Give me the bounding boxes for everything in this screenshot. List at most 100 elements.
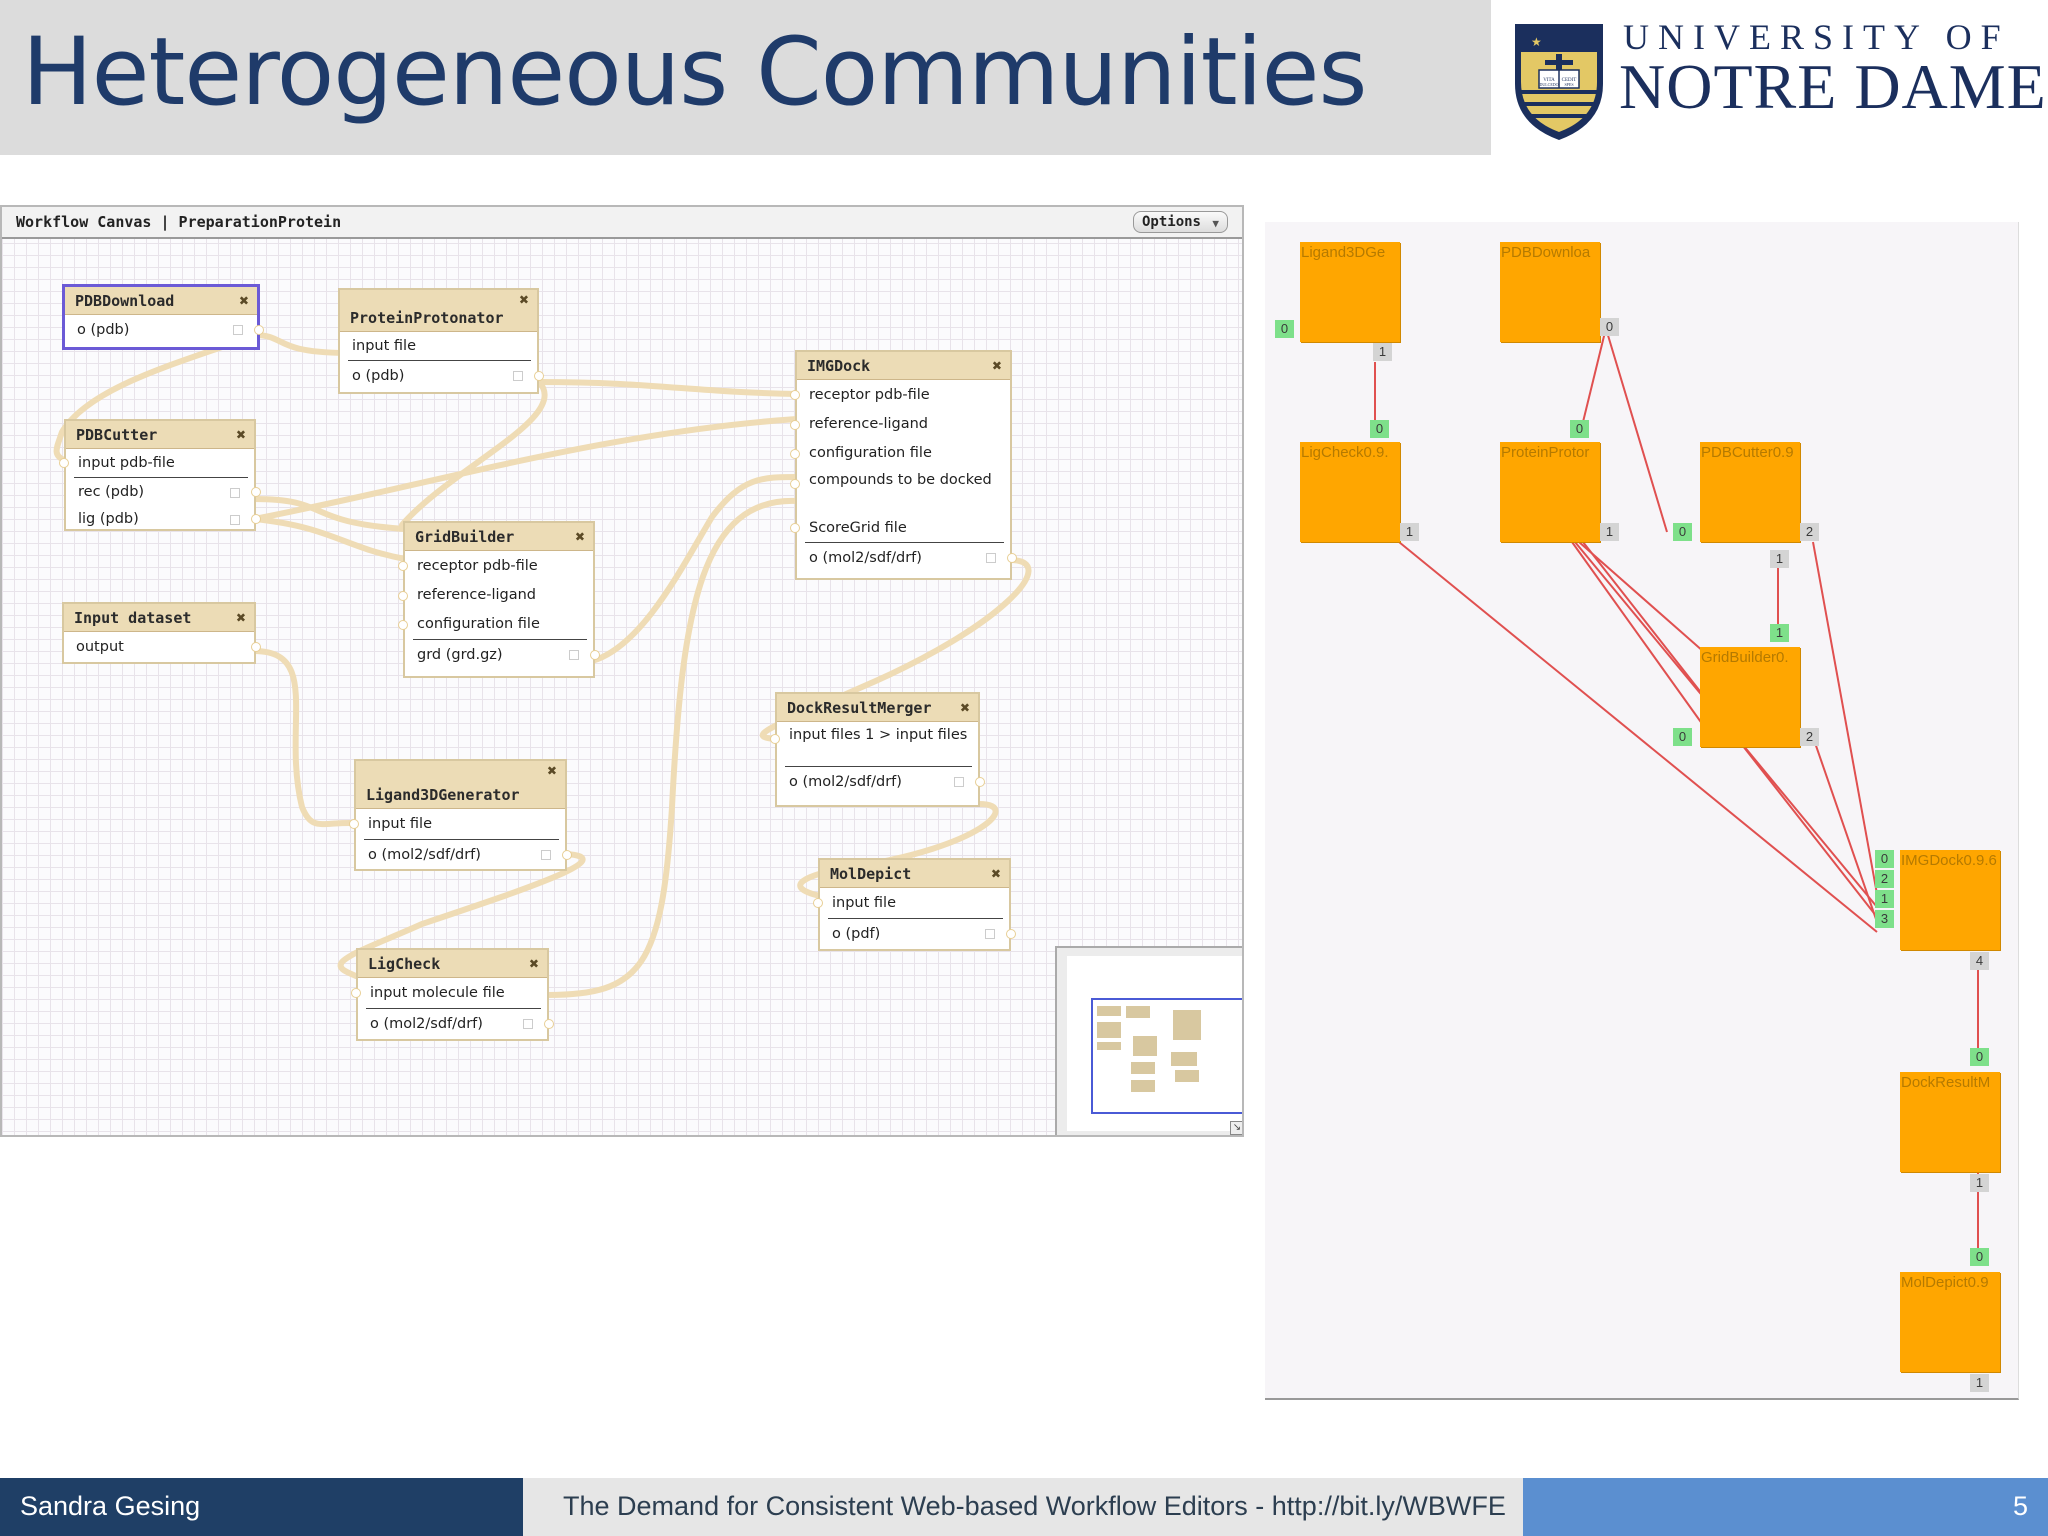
graph-port[interactable]: 1 [1970,1374,1989,1392]
output-port[interactable]: grd (grd.gz) [405,640,600,670]
input-port[interactable]: reference-ligand [790,410,1010,439]
graph-port[interactable]: 0 [1970,1048,1989,1066]
graph-node-imgdock[interactable]: IMGDock0.9.6 [1900,850,2000,950]
checkbox[interactable] [569,650,579,660]
graph-port[interactable]: 0 [1275,320,1294,338]
output-port[interactable]: o (mol2/sdf/drf) [777,767,985,797]
close-icon[interactable]: ✖ [547,761,557,780]
graph-port[interactable]: 1 [1875,890,1894,908]
checkbox[interactable] [233,325,243,335]
node-pdbcutter[interactable]: PDBCutter ✖ input pdb-file rec (pdb) lig… [59,419,261,531]
resize-handle-icon[interactable]: ↘ [1230,1121,1242,1135]
connector-icon[interactable] [251,487,261,497]
connector-icon[interactable] [349,819,359,829]
input-port[interactable]: receptor pdb-file [398,551,593,581]
output-port[interactable]: o (mol2/sdf/drf) [358,1009,554,1039]
graph-port[interactable]: 1 [1400,523,1419,541]
output-port[interactable]: o (pdb) [65,315,264,345]
checkbox[interactable] [230,515,240,525]
graph-node-dockresultmerger[interactable]: DockResultM [1900,1072,2000,1172]
output-port[interactable]: o (pdf) [820,919,1016,949]
close-icon[interactable]: ✖ [575,527,585,546]
close-icon[interactable]: ✖ [991,864,1001,883]
close-icon[interactable]: ✖ [992,356,1002,375]
minimap-area[interactable] [1067,956,1242,1131]
output-port[interactable]: o (mol2/sdf/drf) [356,840,572,870]
checkbox[interactable] [986,553,996,563]
node-input-dataset[interactable]: Input dataset ✖ output [62,602,261,664]
input-port[interactable]: reference-ligand [398,581,593,610]
connector-icon[interactable] [590,650,600,660]
output-port[interactable]: o (mol2/sdf/drf) [797,543,1017,573]
connector-icon[interactable] [59,458,69,468]
graph-node-ligand3dgenerator[interactable]: Ligand3DGe [1300,242,1400,342]
input-port[interactable]: compounds to be docked [790,468,1010,514]
node-dockresultmerger[interactable]: DockResultMerger ✖ input files 1 > input… [770,692,985,807]
close-icon[interactable]: ✖ [960,698,970,717]
graph-node-proteinprotonator[interactable]: ProteinProtor [1500,442,1600,542]
graph-port[interactable]: 2 [1800,523,1819,541]
connector-icon[interactable] [1006,929,1016,939]
connector-icon[interactable] [398,561,408,571]
input-port[interactable]: configuration file [790,439,1010,468]
node-ligand3dgenerator[interactable]: Ligand3DGenerator ✖ input file o (mol2/s… [349,759,572,871]
input-port[interactable]: input file [813,888,1009,918]
node-moldepict[interactable]: MolDepict ✖ input file o (pdf) [813,858,1016,951]
close-icon[interactable]: ✖ [529,954,539,973]
node-pdbdownload[interactable]: PDBDownload ✖ o (pdb) [62,284,264,350]
input-port[interactable]: input file [352,338,416,354]
overview-minimap[interactable]: ↘ [1055,946,1242,1135]
graph-port[interactable]: 0 [1673,523,1692,541]
graph-port[interactable]: 1 [1770,550,1789,568]
graph-port[interactable]: 1 [1970,1174,1989,1192]
node-title[interactable]: Input dataset ✖ [64,604,254,632]
checkbox[interactable] [954,777,964,787]
node-title[interactable]: PDBDownload ✖ [65,287,257,315]
node-title[interactable]: MolDepict ✖ [820,860,1009,888]
close-icon[interactable]: ✖ [236,608,246,627]
graph-node-gridbuilder[interactable]: GridBuilder0. [1700,647,1800,747]
connector-icon[interactable] [975,777,985,787]
graph-port[interactable]: 2 [1875,870,1894,888]
connector-icon[interactable] [1007,553,1017,563]
connector-icon[interactable] [790,523,800,533]
connector-icon[interactable] [770,734,780,744]
node-imgdock[interactable]: IMGDock ✖ receptor pdb-file reference-li… [790,350,1017,580]
node-title[interactable]: Ligand3DGenerator ✖ [356,761,565,809]
close-icon[interactable]: ✖ [519,290,529,309]
connector-icon[interactable] [254,325,264,335]
connector-icon[interactable] [790,449,800,459]
graph-port[interactable]: 0 [1370,420,1389,438]
checkbox[interactable] [541,850,551,860]
graph-port[interactable]: 1 [1600,523,1619,541]
input-port[interactable]: input molecule file [351,978,547,1008]
node-title[interactable]: GridBuilder ✖ [405,523,593,551]
connector-icon[interactable] [544,1019,554,1029]
close-icon[interactable]: ✖ [239,291,249,310]
node-title[interactable]: ProteinProtonator ✖ [340,290,537,332]
connector-icon[interactable] [534,371,544,381]
graph-node-pdbdownload[interactable]: PDBDownloa [1500,242,1600,342]
node-proteinprotonator[interactable]: ProteinProtonator ✖ input file o (pdb) [338,288,544,394]
graph-port[interactable]: 0 [1970,1248,1989,1266]
graph-port[interactable]: 0 [1673,728,1692,746]
input-port[interactable]: configuration file [398,610,593,639]
options-dropdown[interactable]: Options ▼ [1132,211,1228,233]
node-title[interactable]: LigCheck ✖ [358,950,547,978]
connector-icon[interactable] [790,479,800,489]
output-port[interactable]: o (pdb) [340,361,544,391]
checkbox[interactable] [230,488,240,498]
connector-icon[interactable] [351,988,361,998]
graph-port[interactable]: 1 [1373,343,1392,361]
connector-icon[interactable] [251,514,261,524]
input-port[interactable]: receptor pdb-file [790,380,1010,410]
graph-port[interactable]: 3 [1875,910,1894,928]
workflow-canvas[interactable]: Workflow Canvas | PreparationProtein Opt… [0,205,1244,1137]
connector-icon[interactable] [790,390,800,400]
output-port[interactable]: output [64,632,261,662]
input-port[interactable]: input pdb-file [59,449,254,477]
graph-node-moldepict[interactable]: MolDepict0.9 [1900,1272,2000,1372]
output-port[interactable]: rec (pdb) [66,478,261,506]
node-title[interactable]: PDBCutter ✖ [66,421,254,449]
connector-icon[interactable] [813,898,823,908]
